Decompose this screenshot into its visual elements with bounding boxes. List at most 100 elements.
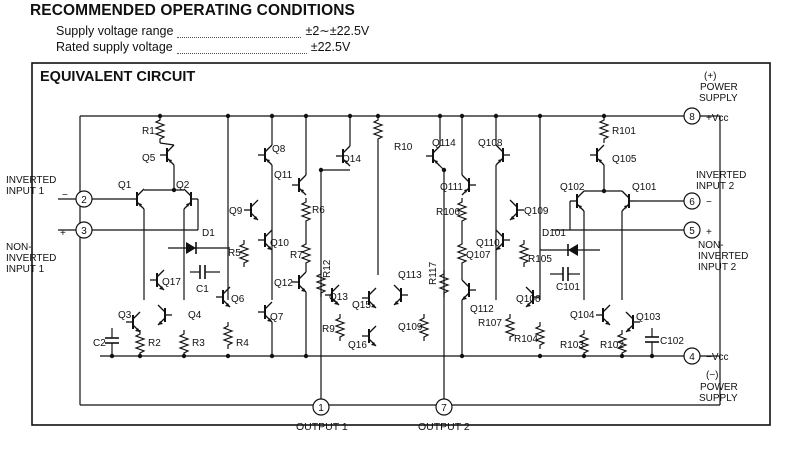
- pin-3: 3: [75, 221, 93, 239]
- svg-text:6: 6: [689, 197, 695, 208]
- neg-supply-sign: (−): [706, 370, 719, 381]
- q4-label: Q4: [188, 310, 202, 321]
- svg-text:1: 1: [318, 403, 324, 414]
- q15-label: Q15: [352, 300, 371, 311]
- pos-supply-label: POWER: [700, 82, 738, 93]
- diagram-title: EQUIVALENT CIRCUIT: [40, 69, 195, 85]
- q104-label: Q104: [570, 310, 595, 321]
- d1-label: D1: [202, 228, 215, 239]
- inv-input-2-label-2: INPUT 2: [696, 181, 735, 192]
- pin-2: 2: [75, 190, 93, 208]
- r4-label: R4: [236, 338, 249, 349]
- noninv-input-2-label: NON-: [698, 240, 724, 251]
- q101-label: Q101: [632, 182, 657, 193]
- svg-text:3: 3: [81, 226, 87, 237]
- q106-label: Q106: [516, 294, 541, 305]
- c102-label: C102: [660, 336, 684, 347]
- q113-label: Q113: [398, 270, 422, 281]
- inv-input-1-label: INVERTED: [6, 175, 56, 186]
- diagram-border: [31, 62, 771, 426]
- q13-label: Q13: [329, 292, 348, 303]
- q110-label: Q110: [476, 238, 500, 249]
- c101-label: C101: [556, 282, 580, 293]
- pos-supply-sign: (+): [704, 71, 717, 82]
- r5-label: R5: [228, 248, 241, 259]
- inv-input-2-label: INVERTED: [696, 170, 746, 181]
- q3-label: Q3: [118, 310, 132, 321]
- r2-label: R2: [148, 338, 161, 349]
- q112-label: Q112: [470, 304, 494, 315]
- r102-label: R102: [600, 340, 624, 351]
- q16-label: Q16: [348, 340, 367, 351]
- plus-sign-2: +: [706, 227, 712, 238]
- spec-value: ±2∼±22.5V: [305, 24, 370, 38]
- neg-supply-label: POWER: [700, 382, 738, 393]
- minus-sign-1: −: [62, 190, 68, 201]
- q105-label: Q105: [612, 154, 637, 165]
- spec-label: Supply voltage range: [56, 24, 174, 38]
- spec-row-voltage-range: Supply voltage range ±2∼±22.5V: [56, 23, 369, 38]
- inv-input-1-label-2: INPUT 1: [6, 186, 45, 197]
- r107-label: R107: [478, 318, 502, 329]
- c2-label: C2: [93, 338, 106, 349]
- svg-text:7: 7: [441, 403, 447, 414]
- pin-5: 5: [683, 221, 701, 239]
- q14-label: Q14: [342, 154, 361, 165]
- r3-label: R3: [192, 338, 205, 349]
- q109-label: Q109: [524, 206, 549, 217]
- q6-label: Q6: [231, 294, 245, 305]
- r12-label: R12: [322, 259, 333, 278]
- noninv-input-1-label-3: INPUT 1: [6, 264, 45, 275]
- noninv-input-1-label-2: INVERTED: [6, 253, 56, 264]
- pin-6: 6: [683, 192, 701, 210]
- pin-1: 1: [312, 398, 330, 416]
- q109-lower-label: Q109: [398, 322, 423, 333]
- r104-label: R104: [514, 334, 538, 345]
- pin-8: 8: [683, 107, 701, 125]
- r9-label: R9: [322, 324, 335, 335]
- r106-label: R106: [436, 207, 460, 218]
- r103-label: R103: [560, 340, 584, 351]
- leader-dots: [177, 28, 302, 38]
- spec-value: ±22.5V: [310, 40, 351, 54]
- d101-label: D101: [542, 228, 566, 239]
- output-2-label: OUTPUT 2: [418, 421, 470, 433]
- r7-label: R7: [290, 250, 303, 261]
- q9-label: Q9: [229, 206, 243, 217]
- q103-label: Q103: [636, 312, 661, 323]
- output-1-label: OUTPUT 1: [296, 421, 348, 433]
- q107-label: Q107: [466, 250, 491, 261]
- pin-4-label: −Vcc: [706, 352, 729, 363]
- svg-text:8: 8: [689, 112, 695, 123]
- r10-label: R10: [394, 142, 413, 153]
- pin-8-label: +Vcc: [706, 113, 729, 124]
- noninv-input-2-label-2: INVERTED: [698, 251, 748, 262]
- q114-label: Q114: [432, 138, 456, 149]
- spec-row-rated-voltage: Rated supply voltage ±22.5V: [56, 40, 350, 54]
- spec-label: Rated supply voltage: [56, 40, 173, 54]
- q8-label: Q8: [272, 144, 286, 155]
- noninv-input-2-label-3: INPUT 2: [698, 262, 737, 273]
- q17-label: Q17: [162, 277, 181, 288]
- svg-text:2: 2: [81, 195, 87, 206]
- leader-dots: [176, 44, 307, 54]
- section-title: RECOMMENDED OPERATING CONDITIONS: [30, 2, 355, 19]
- minus-sign-2: −: [706, 197, 712, 208]
- pin-7: 7: [435, 398, 453, 416]
- neg-supply-label-2: SUPPLY: [699, 393, 738, 404]
- c1-label: C1: [196, 284, 209, 295]
- q11-label: Q11: [274, 170, 293, 181]
- pos-supply-label-2: SUPPLY: [699, 93, 738, 104]
- noninv-input-1-label: NON-: [6, 242, 32, 253]
- r117-label: R117: [428, 261, 439, 285]
- q2-label: Q2: [176, 180, 190, 191]
- q10-label: Q10: [270, 238, 289, 249]
- q7-label: Q7: [270, 312, 284, 323]
- pin-4: 4: [683, 347, 701, 365]
- r6-label: R6: [312, 205, 325, 216]
- q102-label: Q102: [560, 182, 585, 193]
- q12-label: Q12: [274, 278, 293, 289]
- svg-text:5: 5: [689, 226, 695, 237]
- q111-label: Q111: [440, 182, 463, 193]
